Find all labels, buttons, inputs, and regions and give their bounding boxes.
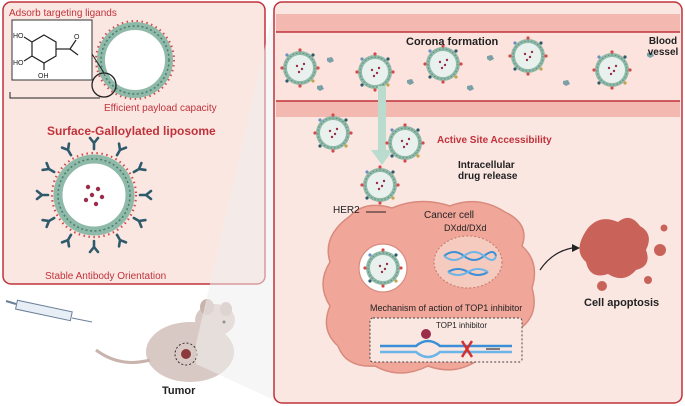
dna-strand-icon — [380, 329, 512, 359]
galloylated-liposome-top — [95, 20, 175, 100]
extravasation-arrow — [371, 86, 393, 165]
gallic-acid-structure — [11, 19, 93, 81]
o-label: O — [74, 34, 80, 41]
moa-title-label: Mechanism of action of TOP1 inhibitor — [370, 303, 523, 313]
surface-galloylated-title: Surface-Galloylated liposome — [47, 124, 216, 138]
payload-capacity-label: Efficient payload capacity — [104, 103, 217, 114]
oh-label-3: OH — [38, 73, 49, 80]
intracellular-release-label: Intracellular drug release — [458, 160, 518, 182]
adsorb-ligands-label: Adsorb targeting ligands — [9, 8, 117, 19]
corona-formation-label: Corona formation — [406, 36, 499, 48]
oh-label-2: HO — [13, 60, 24, 67]
nucleus-dna — [433, 235, 503, 289]
apoptotic-cell — [579, 217, 668, 291]
blood-vessel-label: Blood vessel — [647, 36, 679, 58]
apoptosis-arrow — [539, 247, 573, 271]
top1-inhibitor-label: TOP1 inhibitor — [436, 321, 487, 330]
her2-label: HER2 — [333, 205, 360, 216]
cancer-cell-label: Cancer cell — [424, 210, 475, 221]
syringe-icon — [5, 299, 93, 323]
active-site-label: Active Site Accessibility — [437, 135, 552, 146]
cell-apoptosis-label: Cell apoptosis — [584, 297, 660, 309]
blood-vessel — [276, 14, 680, 117]
antibody-orientation-label: Stable Antibody Orientation — [45, 271, 167, 282]
dxd-label: DXdd/DXd — [444, 223, 487, 233]
antibody-liposome-bottom — [35, 136, 153, 254]
tumor-label: Tumor — [162, 385, 196, 397]
oh-label-1: HO — [13, 33, 24, 40]
